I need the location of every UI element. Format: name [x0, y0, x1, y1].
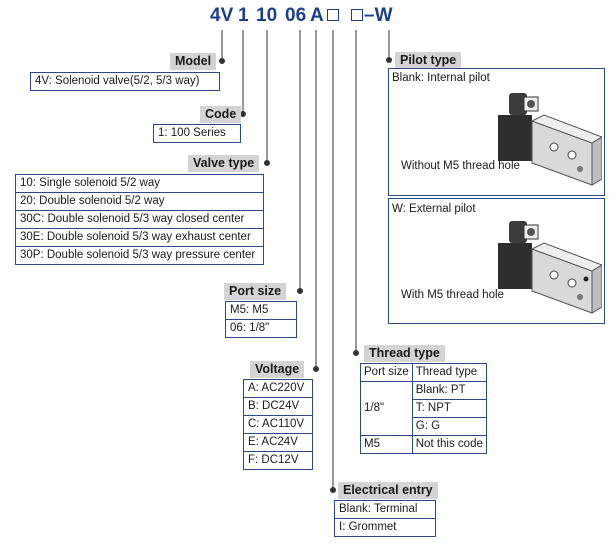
- electrical-entry-placeholder-box: [327, 9, 339, 21]
- voltage-item: F: DC12V: [248, 454, 299, 466]
- thread-header-port: Port size: [360, 363, 413, 382]
- port-size-title: Port size: [224, 283, 287, 300]
- code-prefix: 4V: [210, 5, 234, 26]
- valve-type-item: 30C: Double solenoid 5/3 way closed cent…: [16, 211, 263, 229]
- electrical-entry-box: Blank: Terminal I: Grommet: [334, 500, 436, 537]
- port-size-item: 06: 1/8": [230, 322, 270, 334]
- code-value: 1: 100 Series: [158, 127, 226, 139]
- valve-type-item: 30P: Double solenoid 5/3 way pressure ce…: [20, 249, 256, 261]
- internal-pilot-caption: Without M5 thread hole: [401, 160, 520, 172]
- code-pilot: –W: [364, 5, 393, 26]
- internal-pilot-valve-image: [498, 93, 602, 186]
- thread-type-table: Port size Thread type 1/8" Blank: PT T: …: [360, 363, 487, 454]
- external-pilot-label: W: External pilot: [392, 203, 476, 215]
- valve-type-item: 30E: Double solenoid 5/3 way exhaust cen…: [16, 229, 263, 247]
- valve-type-box: 10: Single solenoid 5/2 way 20: Double s…: [15, 174, 264, 265]
- thread-type-cell: T: NPT: [411, 399, 487, 418]
- valve-type-item: 20: Double solenoid 5/2 way: [16, 193, 263, 211]
- model-title: Model: [170, 53, 217, 70]
- code-voltage: A: [310, 5, 324, 26]
- voltage-box: A: AC220V B: DC24V C: AC110V E: AC24V F:…: [243, 379, 313, 470]
- code-valve: 10: [256, 5, 278, 26]
- code-title: Code: [200, 106, 242, 123]
- external-pilot-valve-image: [498, 221, 602, 314]
- thread-port-m5: M5: [360, 435, 413, 454]
- valve-type-title: Valve type: [188, 155, 260, 172]
- external-pilot-box: W: External pilot With M5 thread hole: [388, 198, 605, 324]
- thread-type-cell: G: G: [411, 417, 487, 436]
- thread-type-cell: Not this code: [411, 435, 487, 454]
- code-series: 1: [238, 5, 249, 26]
- electrical-entry-item: Blank: Terminal: [335, 501, 435, 519]
- voltage-item: E: AC24V: [244, 434, 312, 452]
- valve-type-item: 10: Single solenoid 5/2 way: [16, 175, 263, 193]
- electrical-entry-item: I: Grommet: [339, 521, 397, 533]
- thread-type-placeholder-box: [351, 9, 363, 21]
- code-port: 06: [285, 5, 307, 26]
- voltage-item: C: AC110V: [244, 416, 312, 434]
- internal-pilot-label: Blank: Internal pilot: [392, 72, 490, 84]
- internal-pilot-box: Blank: Internal pilot Without M5 thread …: [388, 68, 605, 196]
- model-box: 4V: Solenoid valve(5/2, 5/3 way): [30, 72, 220, 91]
- port-size-item: M5: M5: [226, 302, 296, 320]
- electrical-entry-title: Electrical entry: [338, 482, 438, 499]
- thread-type-title: Thread type: [364, 345, 445, 362]
- port-size-box: M5: M5 06: 1/8": [225, 301, 297, 338]
- thread-type-cell: Blank: PT: [411, 381, 487, 400]
- voltage-title: Voltage: [250, 361, 305, 378]
- thread-header-type: Thread type: [411, 363, 487, 382]
- code-box: 1: 100 Series: [153, 124, 241, 143]
- external-pilot-caption: With M5 thread hole: [401, 289, 504, 301]
- voltage-item: A: AC220V: [244, 380, 312, 398]
- model-value: 4V: Solenoid valve(5/2, 5/3 way): [35, 75, 200, 87]
- thread-port-1-8: 1/8": [360, 381, 413, 436]
- pilot-type-title: Pilot type: [395, 52, 462, 69]
- voltage-item: B: DC24V: [244, 398, 312, 416]
